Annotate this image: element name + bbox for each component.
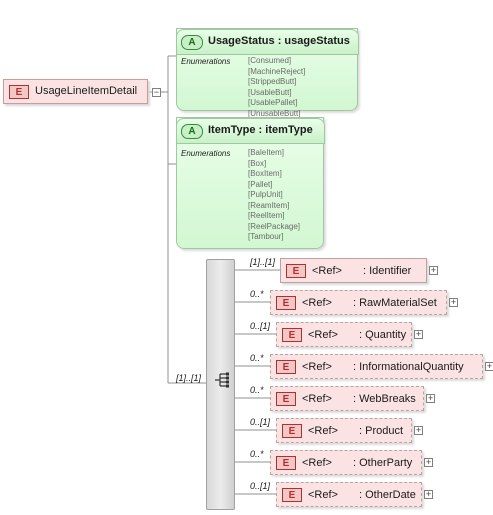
attribute-usage-status[interactable]: A UsageStatus : usageStatus Enumerations… (176, 28, 359, 128)
enumerations-label: Enumerations (181, 149, 231, 158)
enumeration-value: [ReelItem] (248, 211, 285, 220)
enumeration-value: [UnusableButt] (248, 108, 301, 118)
enumeration-value: [Box] (248, 158, 267, 168)
child-element-ref[interactable]: E <Ref> : Quantity (276, 322, 412, 347)
attribute-badge: A (181, 124, 203, 139)
child-element-ref[interactable]: E <Ref> : Product (276, 418, 412, 443)
cardinality-label: 0..* (250, 385, 264, 395)
ref-name: : RawMaterialSet (353, 297, 437, 309)
expand-icon[interactable]: + (429, 265, 438, 275)
enumeration-value: [BoxItem] (248, 169, 282, 178)
sequence-icon (215, 372, 229, 388)
expand-icon[interactable]: + (485, 361, 493, 371)
attribute-title: UsageStatus : usageStatus (208, 35, 350, 47)
ref-tag: <Ref> (308, 489, 338, 501)
element-badge: E (276, 360, 296, 374)
element-badge: E (286, 264, 306, 278)
attribute-badge: A (181, 35, 203, 50)
enumeration-value: [MachineReject] (248, 66, 306, 76)
cardinality-label: 0..[1] (250, 481, 271, 491)
enumeration-values: [BaleItem][Box][BoxItem][Pallet][PulpUni… (248, 148, 300, 243)
ref-name: : OtherDate (359, 489, 416, 501)
cardinality-label: 0..[1] (250, 417, 271, 427)
child-element-ref[interactable]: E <Ref> : RawMaterialSet (270, 290, 447, 315)
ref-tag: <Ref> (308, 425, 338, 437)
ref-name: : InformationalQuantity (353, 361, 464, 373)
collapse-toggle-icon[interactable]: − (152, 87, 161, 97)
ref-tag: <Ref> (302, 297, 332, 309)
child-element-ref[interactable]: E <Ref> : InformationalQuantity (270, 354, 483, 379)
element-badge: E (9, 85, 29, 99)
expand-icon[interactable]: + (424, 489, 433, 499)
child-element-ref[interactable]: E <Ref> : OtherParty (270, 450, 422, 475)
element-badge: E (276, 392, 296, 406)
element-badge: E (276, 296, 296, 310)
cardinality-label: [1]..[1] (250, 257, 276, 267)
enumeration-value: [ReelPackage] (248, 221, 301, 231)
ref-name: : OtherParty (353, 457, 413, 469)
cardinality-label: 0..* (250, 449, 264, 459)
enumeration-value: [Tambour] (248, 232, 284, 241)
ref-name: : WebBreaks (353, 393, 416, 405)
sequence-compositor[interactable] (206, 259, 235, 510)
enumeration-value: [ReamItem] (248, 200, 290, 210)
cardinality-label: 0..* (250, 353, 264, 363)
enumeration-value: [BaleItem] (248, 148, 285, 157)
enumeration-value: [StrippedButt] (248, 77, 297, 86)
attribute-type: : itemType (258, 124, 313, 136)
root-element-label: UsageLineItemDetail (35, 85, 138, 97)
element-badge: E (282, 328, 302, 342)
sequence-cardinality: [1]..[1] (176, 373, 202, 383)
child-element-ref[interactable]: E <Ref> : OtherDate (276, 482, 422, 507)
element-badge: E (282, 488, 302, 502)
child-element-ref[interactable]: E <Ref> : WebBreaks (270, 386, 424, 411)
attribute-type: : usageStatus (277, 35, 350, 47)
child-element-ref[interactable]: E <Ref> : Identifier (280, 258, 427, 283)
ref-name: : Quantity (359, 329, 407, 341)
expand-icon[interactable]: + (414, 425, 423, 435)
enumeration-value: [UsableButt] (248, 87, 292, 97)
ref-tag: <Ref> (308, 329, 338, 341)
ref-name: : Product (359, 425, 404, 437)
root-element[interactable]: E UsageLineItemDetail (3, 79, 148, 104)
ref-name: : Identifier (363, 265, 412, 277)
expand-icon[interactable]: + (426, 393, 435, 403)
element-badge: E (276, 456, 296, 470)
ref-tag: <Ref> (312, 265, 342, 277)
ref-tag: <Ref> (302, 393, 332, 405)
ref-tag: <Ref> (302, 361, 332, 373)
attribute-title: ItemType : itemType (208, 124, 313, 136)
expand-icon[interactable]: + (424, 457, 433, 467)
attribute-item-type[interactable]: A ItemType : itemType Enumerations [Bale… (176, 117, 325, 249)
attribute-name: UsageStatus (208, 35, 275, 47)
element-badge: E (282, 424, 302, 438)
ref-tag: <Ref> (302, 457, 332, 469)
enumeration-value: [PulpUnit] (248, 190, 283, 199)
enumerations-label: Enumerations (181, 57, 231, 66)
enumeration-value: [Pallet] (248, 179, 273, 189)
expand-icon[interactable]: + (414, 329, 423, 339)
cardinality-label: 0..* (250, 289, 264, 299)
attribute-name: ItemType (208, 124, 256, 136)
cardinality-label: 0..[1] (250, 321, 271, 331)
enumeration-value: [Consumed] (248, 56, 292, 65)
enumeration-value: [UsablePallet] (248, 98, 298, 107)
expand-icon[interactable]: + (449, 297, 458, 307)
